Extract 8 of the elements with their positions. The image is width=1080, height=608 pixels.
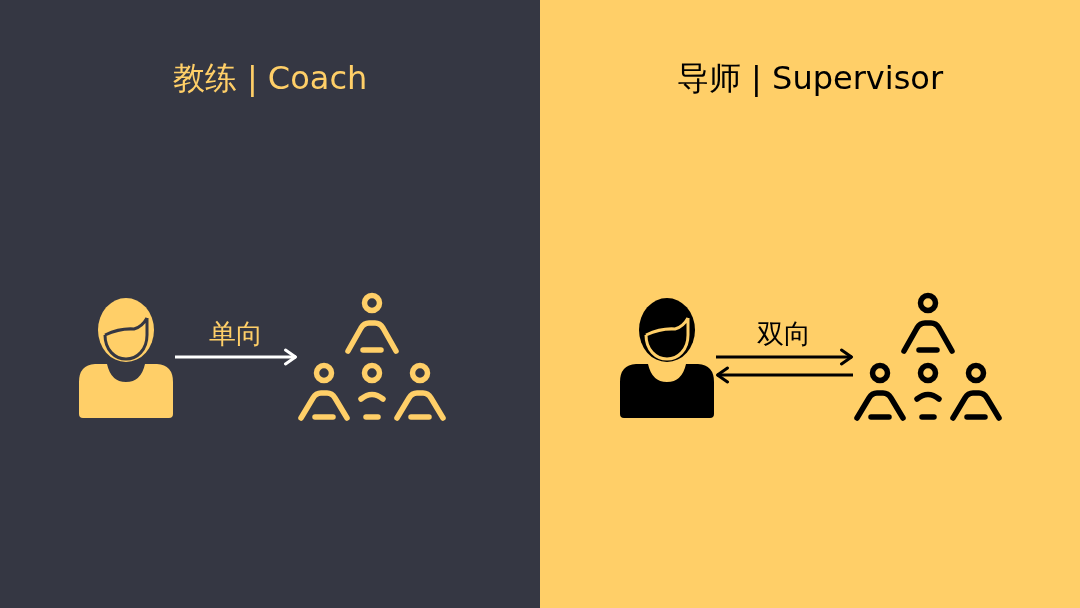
arrow: [175, 348, 297, 366]
panel-background: [540, 0, 1080, 608]
arrow: [716, 366, 853, 384]
arrow: [716, 348, 853, 366]
panel-title: 教练 | Coach: [172, 58, 368, 99]
panel-title: 导师 | Supervisor: [676, 58, 944, 99]
person-icon: [78, 298, 174, 418]
person-icon: [619, 298, 715, 418]
